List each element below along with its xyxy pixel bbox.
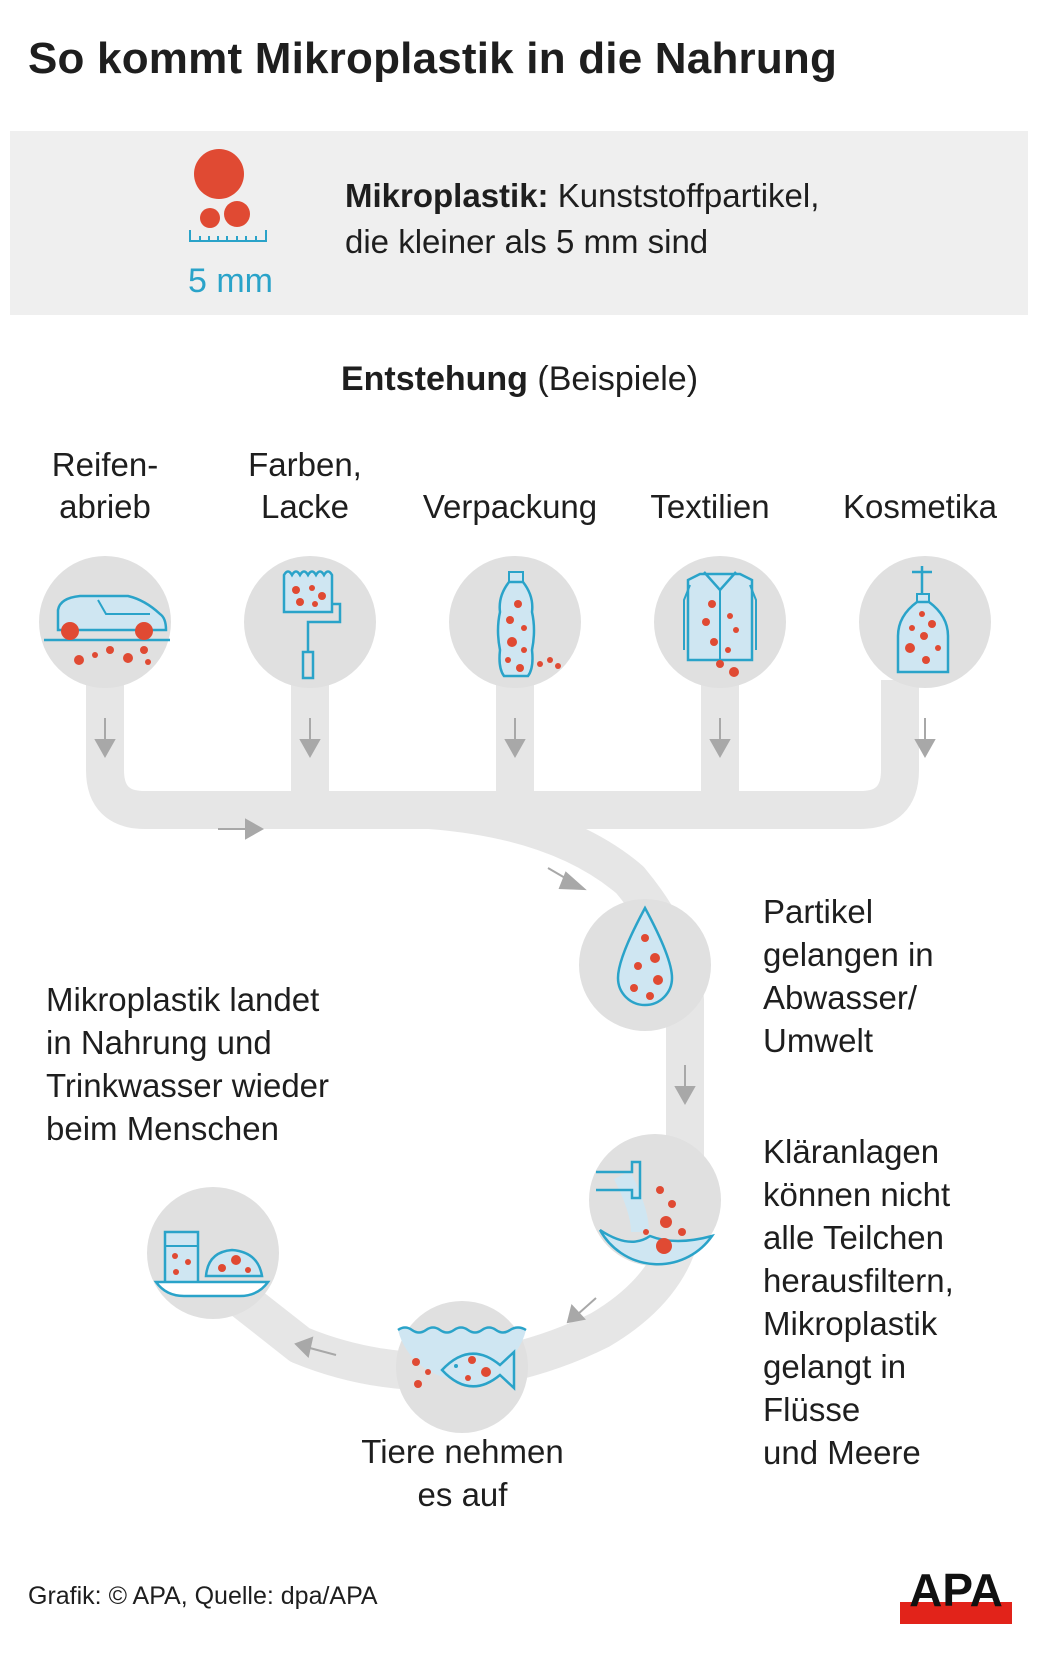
particle-size-icon [189, 149, 267, 242]
page-title: So kommt Mikroplastik in die Nahrung [28, 34, 838, 83]
origin-heading: Entstehung (Beispiele) [0, 360, 1039, 399]
footer-credit: Grafik: © APA, Quelle: dpa/APA [28, 1582, 378, 1610]
step-text-animals: Tiere nehmen es auf [361, 1433, 564, 1513]
size-label: 5 mm [188, 262, 273, 300]
arrow-down-cosmetics [914, 718, 936, 759]
step-humans [147, 1187, 279, 1319]
origin-heading-bold: Entstehung [340, 360, 528, 398]
source-paint [244, 556, 376, 688]
step-wastewater [579, 899, 711, 1031]
water-drop-icon [616, 905, 674, 1007]
step-text-treatment: Kläranlagen können nicht alle Teilchen h… [763, 1133, 954, 1471]
definition-box [10, 131, 1028, 315]
source-label-cosmetics: Kosmetika [842, 488, 998, 525]
step-text-humans: Mikroplastik landet in Nahrung und Trink… [46, 981, 330, 1147]
step-treatment [589, 1134, 721, 1266]
definition-line2: die kleiner als 5 mm sind [345, 223, 709, 260]
arrow-down-left [566, 1297, 597, 1324]
arrow-right [218, 818, 265, 840]
apa-logo-text: APA [909, 1564, 1003, 1616]
arrow-left [294, 1336, 337, 1358]
origin-heading-rest: (Beispiele) [537, 360, 699, 398]
paint-roller-icon [282, 570, 342, 680]
arrow-diagonal-down [547, 867, 587, 891]
fish-icon [397, 1326, 527, 1391]
definition-line1: Kunststoffpartikel, [557, 177, 820, 214]
source-cosmetics [859, 556, 991, 688]
step-text-wastewater: Partikel gelangen in Abwasser/ Umwelt [763, 893, 934, 1059]
step-animals [396, 1301, 528, 1433]
arrow-down-paints [299, 718, 321, 759]
source-textiles [654, 556, 786, 688]
bottle-icon [496, 571, 561, 678]
source-label-textiles: Textilien [650, 488, 770, 525]
source-label-packaging: Verpackung [422, 488, 598, 525]
source-label-paints: Farben, Lacke [248, 446, 362, 525]
food-water-icon [153, 1230, 271, 1298]
arrow-down-textiles [709, 718, 731, 759]
car-icon [44, 594, 170, 665]
definition-text: Mikroplastik: Kunststoffpartikel, die kl… [345, 173, 819, 265]
source-label-tires: Reifen- abrieb [51, 446, 159, 525]
apa-logo: APA [900, 1564, 1012, 1624]
arrow-down-tires [94, 718, 116, 759]
arrow-down-packaging [504, 718, 526, 759]
pipe-outflow-icon [596, 1160, 715, 1266]
arrow-down-right-side [674, 1065, 696, 1106]
soap-dispenser-icon [896, 566, 950, 674]
definition-term: Mikroplastik: [345, 177, 549, 214]
source-packaging [449, 556, 581, 688]
source-car [39, 556, 171, 688]
jacket-icon [683, 571, 757, 677]
flow-arrows [94, 718, 936, 1358]
